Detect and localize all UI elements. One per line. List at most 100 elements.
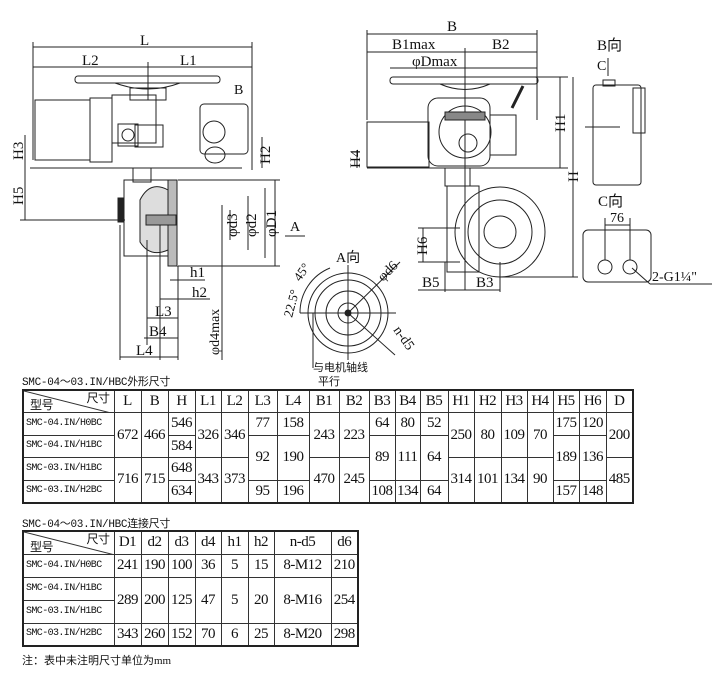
cell-L2: 346 bbox=[220, 412, 249, 458]
cell: 36 bbox=[194, 553, 222, 578]
angle-22-5: 22.5° bbox=[280, 288, 302, 319]
col-header: H2 bbox=[473, 389, 502, 413]
col-header: D1 bbox=[113, 530, 142, 555]
cell-H: 634 bbox=[167, 479, 196, 503]
cell-H2: 80 bbox=[473, 412, 502, 458]
col-header: H3 bbox=[500, 389, 528, 413]
cell: 152 bbox=[167, 622, 196, 647]
cell-H2: 101 bbox=[473, 457, 502, 503]
parallel-note-line2: 平行 bbox=[318, 375, 340, 388]
dim-H1: H1 bbox=[553, 114, 569, 132]
cell-B3: 89 bbox=[368, 434, 396, 481]
dim-L: L bbox=[140, 33, 149, 49]
cell-B2: 245 bbox=[338, 457, 370, 503]
col-header: B4 bbox=[394, 389, 421, 413]
table-row: SMC-03.IN/H1BC 716 715 648 343 373 470 2… bbox=[22, 457, 634, 503]
cell-H1: 250 bbox=[447, 412, 475, 458]
cell-H5: 189 bbox=[552, 434, 580, 481]
dim-d2: φd2 bbox=[244, 213, 260, 237]
cell: 298 bbox=[330, 622, 359, 647]
dim-H2: H2 bbox=[258, 146, 274, 164]
model-cell: SMC-03.IN/H2BC bbox=[22, 479, 115, 503]
table1-title: SMC-04～03.IN/HBC外形尺寸 bbox=[22, 377, 171, 389]
dim-B2: B2 bbox=[492, 37, 510, 53]
dim-d3: φd3 bbox=[225, 213, 241, 237]
dim-B5: B5 bbox=[422, 275, 440, 291]
col-header: n-d5 bbox=[273, 530, 332, 555]
col-header: h1 bbox=[220, 530, 249, 555]
side-view: L L2 L1 B H3 H2 H5 φd3 φd2 φD1 A h1 h2 L… bbox=[11, 33, 305, 360]
col-header: B5 bbox=[419, 389, 449, 413]
dim-B: B bbox=[447, 19, 457, 35]
dim-76: 76 bbox=[610, 211, 624, 226]
b-view-title: B向 bbox=[597, 37, 622, 54]
cell-H: 584 bbox=[167, 434, 196, 458]
cell-D: 485 bbox=[605, 457, 634, 503]
cell-B3: 108 bbox=[368, 479, 396, 503]
model-cell: SMC-04.IN/H1BC bbox=[22, 576, 115, 601]
cell: 25 bbox=[247, 622, 275, 647]
cell: 5 bbox=[220, 553, 249, 578]
cell: 5 bbox=[220, 576, 249, 624]
col-header: L2 bbox=[220, 389, 249, 413]
col-header: L4 bbox=[276, 389, 310, 413]
corner-cell: 尺寸型号 bbox=[22, 530, 115, 555]
model-cell: SMC-03.IN/H1BC bbox=[22, 599, 115, 624]
cell: 70 bbox=[194, 622, 222, 647]
cell-B4: 134 bbox=[394, 479, 421, 503]
b-direction-view: B向 C bbox=[585, 37, 646, 186]
cell-B4: 80 bbox=[394, 412, 421, 436]
units-note: 注：表中未注明尺寸单位为mm bbox=[22, 655, 172, 667]
cell: 289 bbox=[113, 576, 142, 624]
cell: 254 bbox=[330, 576, 359, 624]
col-header: L3 bbox=[247, 389, 278, 413]
c-view-title: C向 bbox=[598, 193, 623, 210]
cell-D: 200 bbox=[605, 412, 634, 458]
col-header: B bbox=[140, 389, 169, 413]
dim-B1max: B1max bbox=[392, 37, 436, 53]
corner-top: 尺寸 bbox=[86, 391, 110, 405]
dim-H: H bbox=[566, 171, 582, 182]
col-header: B2 bbox=[338, 389, 370, 413]
cell-B5: 64 bbox=[419, 479, 449, 503]
cell-B2: 223 bbox=[338, 412, 370, 458]
dim-d4max: φd4max bbox=[208, 309, 223, 355]
cell-H5: 157 bbox=[552, 479, 580, 503]
cell-H5: 175 bbox=[552, 412, 580, 436]
cell: 8-M12 bbox=[273, 553, 332, 578]
cell: 343 bbox=[113, 622, 142, 647]
col-header: B3 bbox=[368, 389, 396, 413]
cell-H6: 120 bbox=[578, 412, 607, 436]
dim-H3: H3 bbox=[11, 142, 27, 160]
model-cell: SMC-04.IN/H1BC bbox=[22, 434, 115, 458]
col-header: L1 bbox=[194, 389, 222, 413]
cell: 100 bbox=[167, 553, 196, 578]
dim-L2: L2 bbox=[82, 53, 99, 69]
cell-L1: 326 bbox=[194, 412, 222, 458]
cell: 15 bbox=[247, 553, 275, 578]
cell-L4: 158 bbox=[276, 412, 310, 436]
dim-H6: H6 bbox=[415, 236, 431, 255]
corner-bottom: 型号 bbox=[30, 539, 54, 554]
corner-top: 尺寸 bbox=[86, 532, 110, 546]
cell-B5: 64 bbox=[419, 434, 449, 481]
view-arrow-B: B bbox=[234, 83, 243, 98]
dim-B3: B3 bbox=[476, 275, 494, 291]
cell-L: 672 bbox=[113, 412, 142, 458]
cell: 190 bbox=[140, 553, 169, 578]
cell-H1: 314 bbox=[447, 457, 475, 503]
col-header: L bbox=[113, 389, 142, 413]
cell-B1: 243 bbox=[308, 412, 340, 458]
model-cell: SMC-04.IN/H0BC bbox=[22, 553, 115, 578]
cell: 200 bbox=[140, 576, 169, 624]
thread-spec: 2-G1¼" bbox=[652, 270, 697, 285]
cell-H4: 70 bbox=[526, 412, 554, 458]
cell: 241 bbox=[113, 553, 142, 578]
dim-Dmax: φDmax bbox=[412, 54, 458, 70]
model-cell: SMC-03.IN/H1BC bbox=[22, 457, 115, 481]
cell: 6 bbox=[220, 622, 249, 647]
